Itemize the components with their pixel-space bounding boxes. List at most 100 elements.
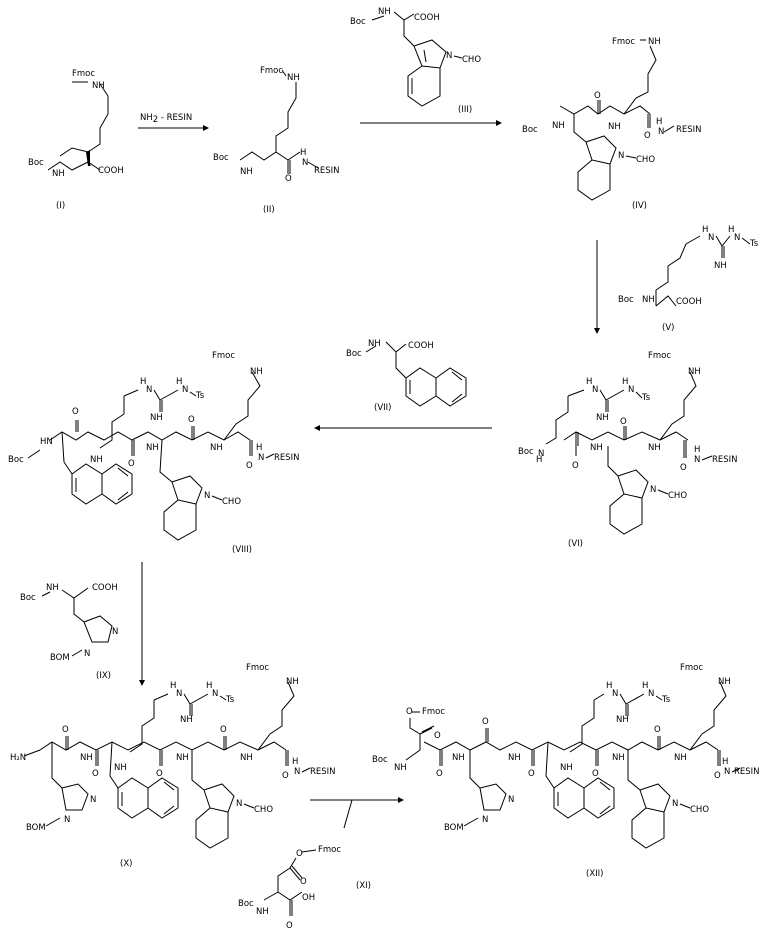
resin-label: RESIN — [274, 453, 300, 463]
n-label: N — [672, 799, 678, 809]
hn-label: H — [206, 681, 212, 691]
compound-label: (II) — [263, 205, 275, 215]
cho-label: CHO — [690, 805, 709, 815]
o-label: O — [285, 174, 292, 184]
nh-label: NH — [648, 37, 661, 47]
fmoc-label: Fmoc — [212, 351, 235, 361]
nh-label: NH — [394, 763, 407, 773]
hn-label: H — [606, 681, 612, 691]
n-label: N — [146, 385, 152, 395]
boc-label: Boc — [213, 153, 229, 163]
boc-label: Boc — [28, 158, 44, 168]
compound-label: (V) — [662, 323, 674, 333]
hn-label: NH — [714, 261, 727, 271]
nh-label: H — [656, 117, 662, 127]
cho-label: CHO — [668, 491, 687, 501]
n-label: N — [618, 151, 624, 161]
o-label: O — [572, 461, 579, 471]
cooh-label: COOH — [414, 13, 440, 23]
boc-label: Boc — [238, 899, 254, 909]
compound-IV: Fmoc NH O O Boc NH NH H N RESIN N CHO (I… — [522, 37, 702, 211]
resin-label: RESIN — [712, 455, 738, 465]
n-label: N — [538, 449, 544, 459]
fmoc-label: Fmoc — [246, 663, 269, 673]
nh-label: NH — [648, 443, 661, 453]
n-label: N — [204, 491, 210, 501]
n-label: N — [176, 689, 182, 699]
compound-label: (IX) — [96, 671, 111, 681]
cho-label: CHO — [222, 497, 241, 507]
reaction-arrow-6 — [310, 797, 404, 829]
o-label: O — [282, 771, 289, 781]
fmoc-label: Fmoc — [648, 351, 671, 361]
hn-label: NH — [180, 715, 193, 725]
compound-label: (XII) — [586, 869, 603, 879]
hn-label: NH — [150, 413, 163, 423]
h2n-label: H₂N — [10, 753, 26, 763]
n-label: N — [302, 158, 308, 168]
hn-label: H — [622, 377, 628, 387]
nh-label: NH — [508, 753, 521, 763]
resin-label: RESIN — [314, 166, 340, 176]
n-label: N — [294, 767, 300, 777]
ts-label: Ts — [749, 239, 759, 249]
o-label: O — [680, 463, 687, 473]
ts-label: Ts — [225, 695, 235, 705]
o-label: O — [594, 91, 601, 101]
bom-label: BOM — [444, 823, 464, 833]
n-label: N — [182, 385, 188, 395]
compound-X: Fmoc NH H H N N Ts NH O O O O O H₂N NH N… — [10, 663, 336, 869]
cooh-label: COOH — [98, 166, 124, 176]
boc-label: Boc — [372, 755, 388, 765]
compound-label: (I) — [56, 201, 65, 211]
compound-label: (III) — [458, 105, 472, 115]
compound-VIII: Fmoc NH H H N N Ts NH O O O O HN Boc NH … — [8, 351, 300, 555]
boc-label: Boc — [346, 349, 362, 359]
cho-label: CHO — [462, 55, 481, 65]
compound-label: (IV) — [632, 201, 647, 211]
nh-label: NH — [92, 81, 105, 91]
n-label: N — [708, 233, 714, 243]
nh-label: NH — [114, 763, 127, 773]
fmoc-label: Fmoc — [318, 845, 341, 855]
n-label: N — [212, 689, 218, 699]
nh-label: NH — [250, 367, 263, 377]
hn-label: H — [702, 225, 708, 235]
o-label: O — [296, 849, 303, 859]
n-label: N — [724, 767, 730, 777]
reaction-arrow-5 — [139, 562, 145, 686]
o-label: O — [62, 725, 69, 735]
boc-label: Boc — [618, 295, 634, 305]
boc-label: Boc — [350, 17, 366, 27]
hn-label: H — [642, 681, 648, 691]
nh-label: NH — [210, 443, 223, 453]
nh-label: NH — [90, 455, 103, 465]
n-label: N — [648, 689, 654, 699]
nh-label: NH — [240, 753, 253, 763]
fmoc-label: Fmoc — [422, 707, 445, 717]
nh-label: NH — [452, 753, 465, 763]
bom-label: BOM — [50, 653, 70, 663]
compound-I: Fmoc NH Boc NH COOH (I) — [28, 69, 124, 211]
n-label: N — [658, 127, 664, 137]
compound-label: (X) — [120, 859, 132, 869]
o-label: O — [436, 769, 443, 779]
n-label: N — [628, 385, 634, 395]
resin-label: RESIN — [734, 767, 760, 777]
compound-VI: Fmoc NH H H N N Ts NH O O O Boc H N NH N… — [518, 351, 738, 549]
oh-label: OH — [302, 893, 315, 903]
o-label: O — [654, 725, 661, 735]
n-label: N — [84, 649, 90, 659]
nh-label: NH — [378, 7, 391, 17]
hn-label: NH — [616, 715, 629, 725]
nh-label: NH — [590, 443, 603, 453]
o-label: O — [286, 921, 293, 931]
nh-label: NH — [52, 169, 65, 179]
nh-label: NH — [80, 753, 93, 763]
n-label: N — [612, 689, 618, 699]
fmoc-label: Fmoc — [680, 663, 703, 673]
nh-label: NH — [688, 367, 701, 377]
n-label: N — [482, 815, 488, 825]
compound-V: H H N N Ts NH Boc NH COOH (V) — [618, 225, 759, 333]
o-label: O — [156, 769, 163, 779]
